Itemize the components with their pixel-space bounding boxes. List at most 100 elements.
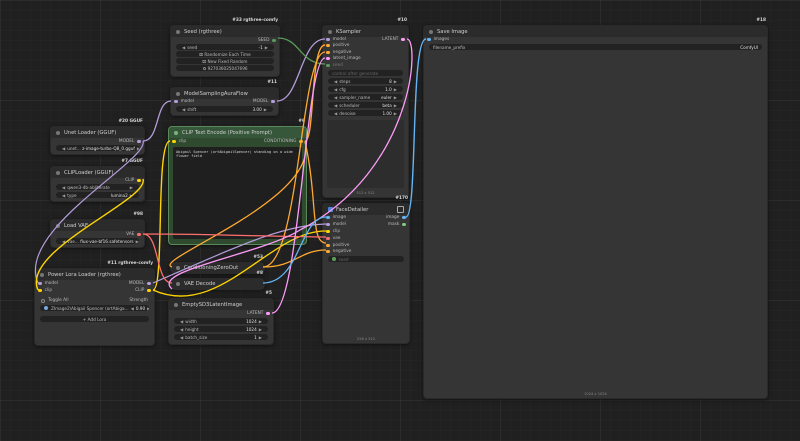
slot-dot[interactable] xyxy=(326,43,330,48)
slot-dot[interactable] xyxy=(147,288,151,293)
add-lora-button[interactable]: + Add Lora xyxy=(40,316,149,322)
toggle-all-switch[interactable] xyxy=(41,298,45,303)
slot-dot[interactable] xyxy=(326,50,330,55)
input-positive[interactable]: positive xyxy=(326,42,349,49)
node-load-vae[interactable]: Load VAE#98 VAE ◀vae... flux-vae-bf16.sa… xyxy=(50,212,145,248)
collapse-dot[interactable] xyxy=(176,282,180,286)
slot-dot[interactable] xyxy=(172,139,176,144)
collapse-dot[interactable] xyxy=(174,130,178,135)
new-fixed-random-button[interactable]: ⚄ New Fixed Random xyxy=(176,58,274,64)
collapse-dot[interactable] xyxy=(429,29,433,34)
clip-name-widget[interactable]: ◀qwen3-4b-abliterate▶ xyxy=(56,184,139,190)
output-model[interactable]: MODEL xyxy=(129,280,151,287)
slot-dot[interactable] xyxy=(266,311,270,316)
slot-dot[interactable] xyxy=(401,37,405,42)
input-model[interactable]: model xyxy=(174,98,194,105)
node-unet-loader[interactable]: Unet Loader (GGUF)#20 GGUF MODEL ◀unet..… xyxy=(50,119,145,155)
input-negative[interactable]: negative xyxy=(326,248,351,255)
slot-dot[interactable] xyxy=(137,232,141,237)
slot-dot[interactable] xyxy=(326,56,330,61)
input-image[interactable]: image xyxy=(326,214,346,221)
unet-name-widget[interactable]: ◀unet... z-image-turbo-Q8_0.gguf▶ xyxy=(56,145,139,151)
output-clip[interactable]: CLIP xyxy=(135,287,151,294)
node-header[interactable]: KSampler#10 xyxy=(323,18,408,37)
collapse-dot[interactable] xyxy=(56,223,60,228)
expand-icon[interactable] xyxy=(397,206,404,213)
input-model[interactable]: model xyxy=(38,280,58,287)
slot-dot[interactable] xyxy=(326,222,330,227)
input-clip[interactable]: clip xyxy=(38,287,52,294)
output-model[interactable]: MODEL xyxy=(253,98,275,105)
slot-dot[interactable] xyxy=(147,281,151,286)
input-seed[interactable]: seed xyxy=(326,62,343,69)
output-conditioning[interactable]: CONDITIONING xyxy=(264,138,303,145)
collapse-dot[interactable] xyxy=(40,272,44,277)
node-header[interactable]: Load VAE#98 xyxy=(51,212,144,231)
slot-dot[interactable] xyxy=(402,222,406,227)
slot-dot[interactable] xyxy=(299,139,303,144)
lora-toggle[interactable] xyxy=(44,306,48,310)
slot-dot[interactable] xyxy=(38,288,42,293)
node-header[interactable]: EmptySD3LatentImage#5 xyxy=(169,291,273,310)
slot-dot[interactable] xyxy=(271,99,275,104)
output-clip[interactable]: CLIP xyxy=(125,177,141,184)
output-vae[interactable]: VAE xyxy=(126,231,141,238)
randomize-button[interactable]: ⚄ Randomize Each Time xyxy=(176,51,274,57)
vae-name-widget[interactable]: ◀vae... flux-vae-bf16.safetensors▶ xyxy=(56,238,139,244)
input-model[interactable]: model xyxy=(326,221,346,228)
node-header[interactable]: ConditioningZeroOut#53 xyxy=(171,255,264,273)
output-latent[interactable]: LATENT xyxy=(247,310,270,317)
node-header[interactable]: VAE Decode#8 xyxy=(171,271,264,289)
node-clip-text-encode[interactable]: CLIP Text Encode (Positive Prompt)#6 cli… xyxy=(168,119,307,245)
node-header[interactable]: Seed (rgthree)#33 rgthree-comfy xyxy=(171,18,279,37)
slot-dot[interactable] xyxy=(326,243,330,248)
collapse-dot[interactable] xyxy=(56,130,60,135)
input-latent-image[interactable]: latent_image xyxy=(326,55,361,62)
prompt-textarea[interactable]: Abigail Spencer (ortAbigailSpencer) stan… xyxy=(173,147,302,239)
slot-dot[interactable] xyxy=(272,38,276,43)
collapse-dot[interactable] xyxy=(328,29,332,34)
collapse-dot[interactable] xyxy=(176,91,180,96)
seed-input-widget[interactable]: seed xyxy=(328,256,404,262)
output-latent[interactable]: LATENT xyxy=(382,36,405,43)
slot-dot[interactable] xyxy=(174,99,178,104)
input-clip[interactable]: clip xyxy=(172,138,186,145)
control-after-generate-widget[interactable]: control after generate xyxy=(328,70,403,76)
slot-dot[interactable] xyxy=(427,37,431,42)
lora-row[interactable]: ZImage2\Abigail Spencer (ortAbiga...◀0.9… xyxy=(40,305,149,311)
node-clip-loader[interactable]: CLIPLoader (GGUF)#7 GGUF CLIP ◀qwen3-4b-… xyxy=(50,159,145,202)
input-vae[interactable]: vae xyxy=(326,235,340,242)
node-conditioning-zero-out[interactable]: ConditioningZeroOut#53 xyxy=(170,255,265,274)
slot-dot[interactable] xyxy=(402,215,406,220)
node-header[interactable]: Power Lora Loader (rgthree)#11 rgthree-c… xyxy=(35,261,154,280)
node-header[interactable]: Save Image#18 xyxy=(424,18,767,37)
slot-dot[interactable] xyxy=(137,139,141,144)
slot-dot[interactable] xyxy=(326,215,330,220)
node-modelsampling[interactable]: ModelSamplingAuraFlow#11 model MODEL ◀sh… xyxy=(170,80,279,116)
slot-dot[interactable] xyxy=(332,257,336,261)
output-model[interactable]: MODEL xyxy=(119,138,141,145)
slot-dot[interactable] xyxy=(326,249,330,254)
slot-dot[interactable] xyxy=(326,229,330,234)
slot-dot[interactable] xyxy=(326,37,330,42)
slot-dot[interactable] xyxy=(38,281,42,286)
node-header[interactable]: CLIP Text Encode (Positive Prompt)#6 xyxy=(169,119,306,138)
node-header[interactable]: Unet Loader (GGUF)#20 GGUF xyxy=(51,119,144,138)
last-seed-button[interactable]: ♻ 927036025047696 xyxy=(176,65,274,71)
input-images[interactable]: images xyxy=(427,36,449,43)
output-seed[interactable]: SEED xyxy=(258,37,276,44)
node-vae-decode[interactable]: VAE Decode#8 xyxy=(170,271,265,290)
node-power-lora-loader[interactable]: Power Lora Loader (rgthree)#11 rgthree-c… xyxy=(34,261,155,346)
seed-widget[interactable]: ◀seed-1▶ xyxy=(176,44,274,50)
